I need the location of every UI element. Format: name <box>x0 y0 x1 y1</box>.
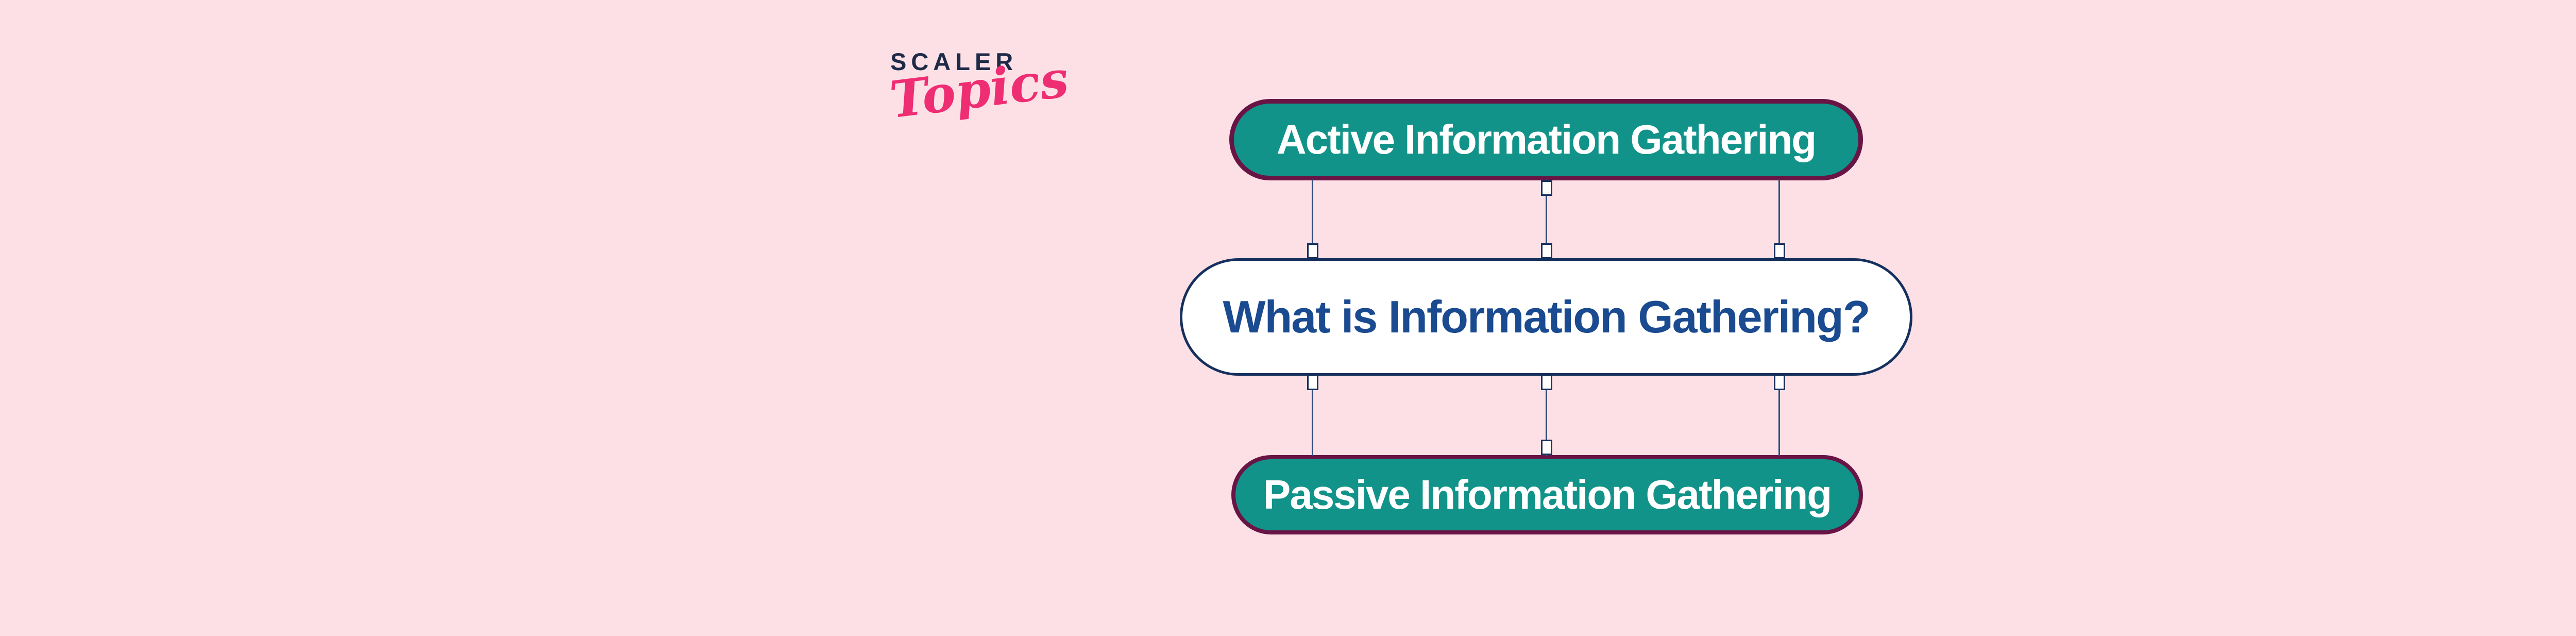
logo-brand-text: SCALER <box>890 48 1018 75</box>
node-active-information-gathering: Active Information Gathering <box>1229 99 1863 180</box>
node-passive-label: Passive Information Gathering <box>1263 472 1832 517</box>
connector-line <box>1778 179 1780 259</box>
connector-handle <box>1307 243 1318 259</box>
connector-line <box>1312 375 1313 456</box>
node-center-label: What is Information Gathering? <box>1223 291 1870 342</box>
connector-line <box>1778 375 1780 456</box>
connector-handle <box>1774 243 1785 259</box>
connector-handle <box>1774 375 1785 390</box>
connector-handle <box>1541 375 1552 390</box>
connector-handle <box>1541 440 1552 455</box>
node-passive-information-gathering: Passive Information Gathering <box>1231 455 1863 534</box>
connector-line <box>1546 179 1547 259</box>
connector-handle <box>1307 375 1318 390</box>
connector-handle <box>1541 243 1552 259</box>
connector-handle <box>1541 180 1552 196</box>
connector-line <box>1546 375 1547 456</box>
node-what-is-information-gathering: What is Information Gathering? <box>1180 258 1912 376</box>
node-active-label: Active Information Gathering <box>1276 116 1817 162</box>
connector-line <box>1312 179 1313 259</box>
scaler-topics-logo: SCALER Topics <box>887 48 1072 130</box>
